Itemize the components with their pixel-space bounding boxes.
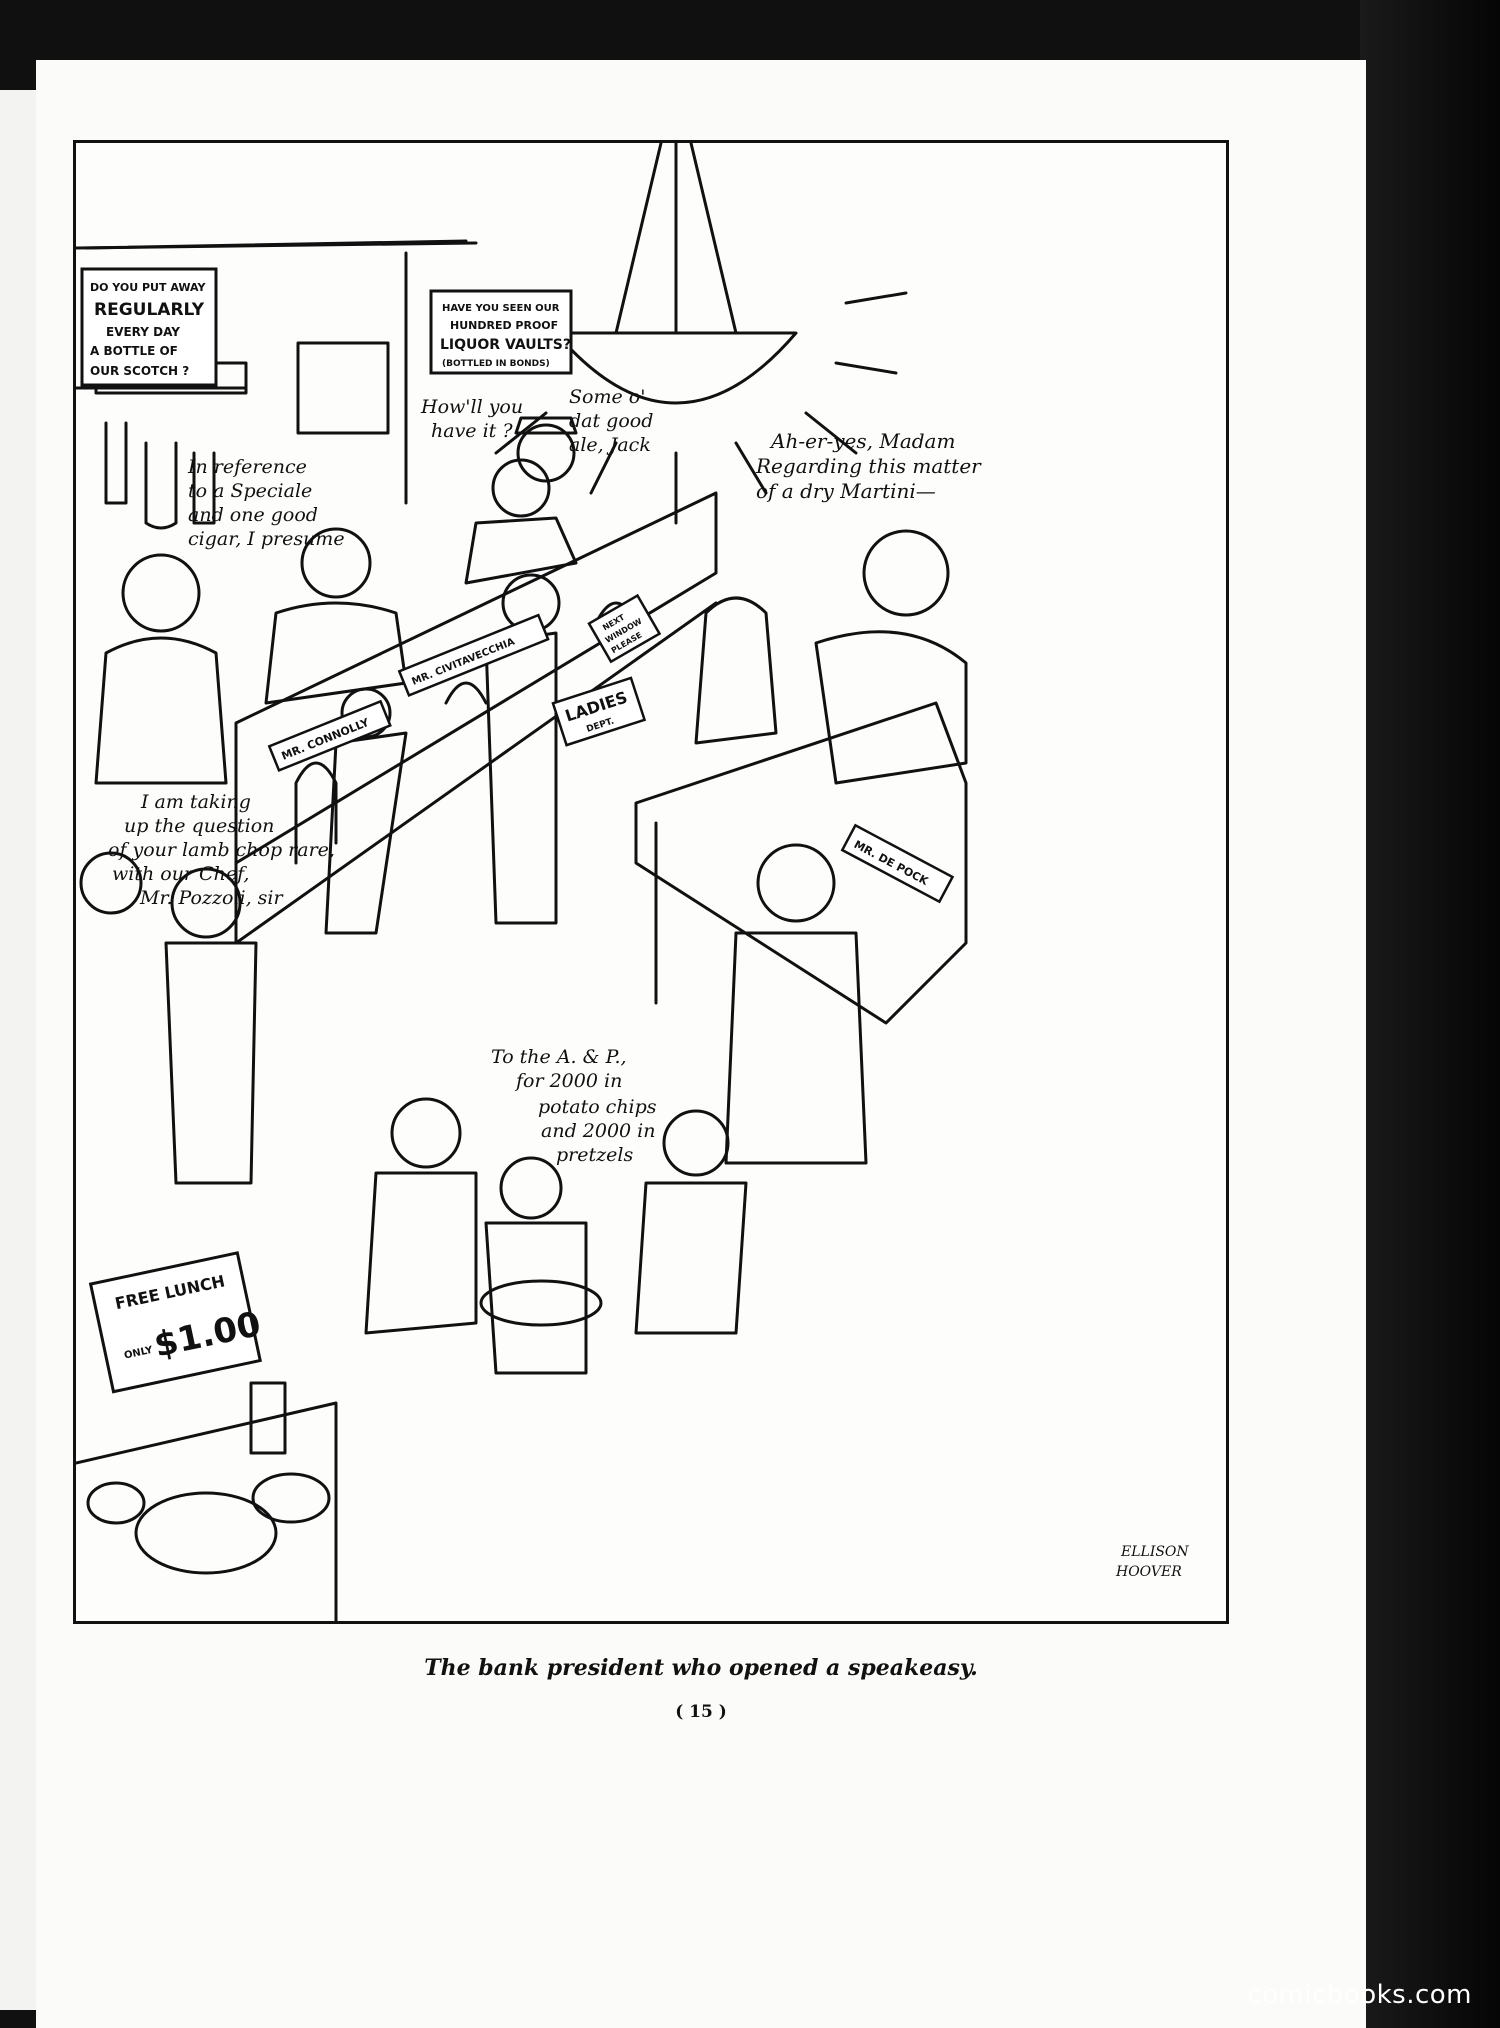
teller-window-2 [444,681,488,705]
seated-man-head [79,851,143,915]
svg-text:and 2000 in: and 2000 in [541,1120,655,1142]
svg-text:cigar, I presume: cigar, I presume [188,528,345,550]
speech-president: Ah-er-yes, Madam Regarding this matter o… [755,429,982,503]
guard-jacket [724,931,868,1165]
speech-teller: In reference to a Speciale and one good … [187,456,345,550]
svg-text:have it ?: have it ? [431,420,513,442]
svg-text:of a dry Martini—: of a dry Martini— [756,479,936,503]
svg-text:HAVE YOU SEEN OUR: HAVE YOU SEEN OUR [442,303,560,314]
lunch-plate-1 [86,1481,146,1525]
svg-text:I am taking: I am taking [140,791,251,813]
policeman-head [516,423,576,483]
svg-text:dat good: dat good [569,410,653,432]
banker-head [499,1156,563,1220]
svg-text:HUNDRED PROOF: HUNDRED PROOF [450,319,558,332]
speech-guards: To the A. & P., for 2000 in potato chips… [491,1046,657,1166]
svg-text:LIQUOR VAULTS?: LIQUOR VAULTS? [440,337,571,353]
svg-text:of your lamb chop rare,: of your lamb chop rare, [108,839,335,861]
waiter-head [170,867,242,939]
speech-waiter: I am taking up the question of your lamb… [108,791,335,909]
bartender-body [94,636,228,785]
svg-text:(BOTTLED IN BONDS): (BOTTLED IN BONDS) [442,359,550,369]
teller-body [264,601,408,705]
lunch-plate-2 [134,1491,278,1575]
sign-ladies-dept: LADIES DEPT. [551,676,647,747]
clerk-body [464,516,578,585]
svg-text:ELLISON: ELLISON [1120,1544,1189,1560]
sign-liquor-vaults: HAVE YOU SEEN OUR HUNDRED PROOF LIQUOR V… [429,289,573,375]
svg-text:and one good: and one good [188,504,318,526]
teller-counter [234,491,718,865]
bottle-3 [192,451,216,525]
svg-text:pretzels: pretzels [556,1144,633,1166]
scan-dark-margin [1360,0,1500,2028]
lamp-bowl [554,331,798,405]
svg-text:Ah-er-yes, Madam: Ah-er-yes, Madam [769,429,955,453]
svg-text:DO YOU PUT AWAY: DO YOU PUT AWAY [90,281,206,294]
svg-text:Mr. Pozzoli, sir: Mr. Pozzoli, sir [139,887,285,909]
svg-text:for 2000 in: for 2000 in [514,1070,622,1092]
svg-text:In reference: In reference [187,456,307,478]
cartoon-panel: DO YOU PUT AWAY REGULARLY EVERY DAY A BO… [73,140,1229,1624]
customer-connolly-head [340,687,392,739]
svg-text:Some o': Some o' [569,386,645,408]
sign-mr-civitavecchia: MR. CIVITAVECCHIA [397,613,550,698]
president-tuxedo [814,630,968,785]
svg-text:REGULARLY: REGULARLY [94,300,205,320]
svg-text:ale, Jack: ale, Jack [569,434,651,456]
clerk-head [491,458,551,518]
svg-text:How'll you: How'll you [420,396,523,418]
lamp-chain-left [614,143,663,335]
adjacent-page-edge [0,90,38,2010]
lunch-plate-3 [251,1472,331,1524]
guard-head [756,843,836,923]
lamp-chain-right [689,143,738,335]
bottle-2 [144,441,178,530]
svg-text:up the question: up the question [124,815,274,837]
svg-text:HOOVER: HOOVER [1115,1564,1182,1580]
site-watermark: comicbooks.com [1247,1980,1472,2010]
lunch-counter [76,1401,338,1621]
speech-policeman: Some o' dat good ale, Jack [569,386,653,456]
lunch-glass [249,1381,287,1455]
waiter-body [164,941,258,1185]
president-head [862,529,950,617]
teller-head [300,527,372,599]
svg-text:to a Speciale: to a Speciale [188,480,312,502]
cartoon-drawing: DO YOU PUT AWAY REGULARLY EVERY DAY A BO… [76,143,1189,1621]
svg-text:OUR SCOTCH ?: OUR SCOTCH ? [90,364,189,378]
svg-text:Regarding this matter: Regarding this matter [755,454,982,478]
banker-body [484,1221,588,1375]
artist-signature: ELLISON HOOVER [1115,1544,1189,1580]
sign-regularly: DO YOU PUT AWAY REGULARLY EVERY DAY A BO… [80,267,218,387]
svg-text:with our Chef,: with our Chef, [112,863,249,885]
cartoon-caption: The bank president who opened a speakeas… [424,1655,978,1681]
soldier-left-head [390,1097,462,1169]
sign-next-window: NEXT WINDOW PLEASE [587,593,662,664]
sign-mr-de-pock: MR. DE POCK [840,823,955,904]
soldier-right-head [662,1109,730,1177]
customer-connolly-coat [324,731,408,935]
svg-text:A BOTTLE OF: A BOTTLE OF [90,344,178,358]
soldier-right-body [634,1181,748,1335]
president-desk [634,701,968,1025]
policeman-cap [514,416,578,435]
lady-customer [694,596,778,745]
svg-text:potato chips: potato chips [538,1096,657,1118]
sign-free-lunch: FREE LUNCH ONLY $1.00 [88,1251,264,1394]
svg-text:To the A. & P.,: To the A. & P., [491,1046,627,1068]
speech-howll-you-have-it: How'll you have it ? [420,396,523,442]
soldier-left-body [364,1171,478,1335]
bartender-head [121,553,201,633]
svg-text:EVERY DAY: EVERY DAY [106,325,180,339]
wall-molding [84,239,468,250]
page-number: ( 15 ) [675,1702,727,1722]
glass-shelf [296,341,390,435]
pretzel-bowl [479,1279,603,1327]
bottle-1 [104,421,128,505]
